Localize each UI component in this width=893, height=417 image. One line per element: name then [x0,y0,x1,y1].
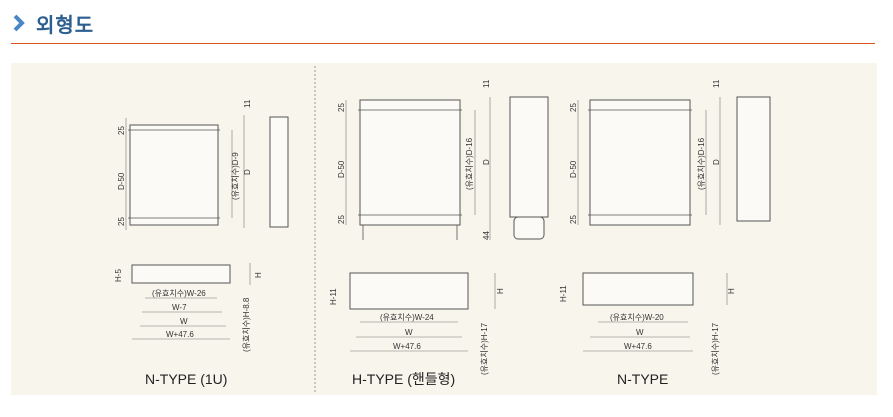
dimension-label: 25 [117,126,126,135]
dimension-label: (유효치수)D-9 [231,152,240,200]
dimension-label: (유효치수)H-8.8 [242,297,251,352]
front-view [131,264,231,284]
drawing-h-type: 25 D-50 25 (유효치수)D-16 D 11 44 H-11 H (유효… [329,79,549,387]
header-divider [11,43,875,44]
dimension-label: 44 [482,231,491,240]
dimension-label: W [405,328,413,337]
dimension-label: (유효치수)W-24 [380,313,434,322]
dimension-label: W-7 [172,303,187,312]
dimension-label: H [496,288,505,294]
chevron-right-icon [13,14,25,32]
dimension-label: 25 [337,215,346,224]
side-view [509,96,549,218]
dimension-label: (유효치수)W-26 [152,289,206,298]
dimension-label: H-11 [329,288,338,305]
section-title: 외형도 [36,12,95,37]
dimension-label: (유효치수)W-20 [610,313,664,322]
dimension-label: W+47.6 [624,342,652,351]
dimension-label: 25 [569,103,578,112]
dimension-label: (유효치수)D-16 [465,137,474,190]
dimension-label: (유효치수)D-16 [697,137,706,190]
dimension-label: D-50 [117,172,126,190]
drawing-n-type-1u: 25 D-50 25 (유효치수)D-9 D 11 H-5 H (유효치수)W-… [114,99,289,387]
dimension-label: D [482,159,491,165]
dimension-label: W [636,328,644,337]
front-view [349,272,469,310]
dimension-label: 11 [712,79,721,88]
dimension-label: 25 [569,215,578,224]
dimension-label: D [712,159,721,165]
dimension-label: D-50 [569,160,578,178]
dimension-label: 11 [243,99,252,108]
dimension-label: 25 [117,217,126,226]
dimension-label: H-5 [114,269,123,282]
dimension-label: W+47.6 [166,330,194,339]
diagram-title: N-TYPE [617,371,668,387]
side-view [269,116,289,228]
dimension-label: D [243,169,252,175]
dimension-label: 11 [482,79,491,88]
drawing-n-type: 25 D-50 25 (유효치수)D-16 D 11 H-11 H (유효치수)… [559,79,771,387]
diagram-title: N-TYPE (1U) [145,371,227,387]
dimension-label: D-50 [337,160,346,178]
dimension-label: (유효치수)H-17 [480,322,489,375]
dimension-label: H [727,288,736,294]
dimension-label: H-11 [559,285,568,302]
dimension-label: H [254,272,263,278]
dimension-label: W [180,317,188,326]
front-view [582,272,694,306]
dimension-label: (유효치수)H-17 [711,322,720,375]
section-header: 외형도 [12,8,94,38]
diagram-title: H-TYPE (핸들형) [352,371,455,387]
side-view [736,96,771,222]
dimension-label: W+47.6 [393,342,421,351]
dimension-label: 25 [337,103,346,112]
